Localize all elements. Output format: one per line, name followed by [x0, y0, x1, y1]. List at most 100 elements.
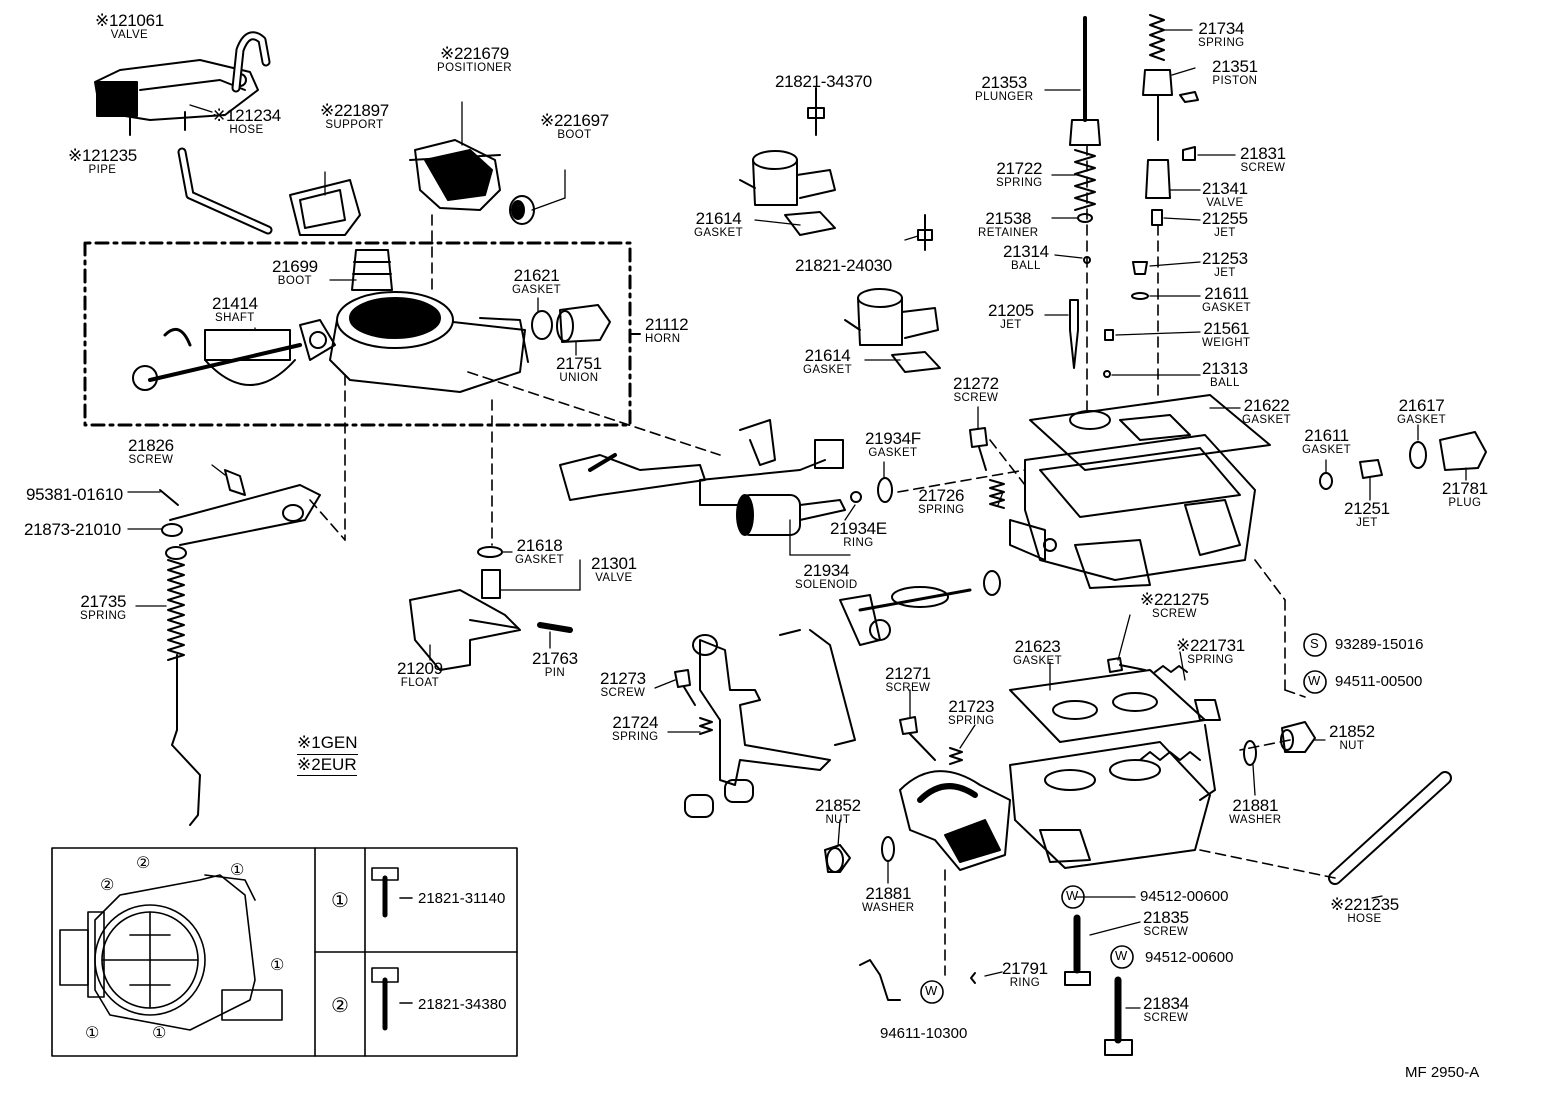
- piston-stack-drawing: [1103, 14, 1199, 378]
- part-name: SHAFT: [215, 312, 255, 324]
- part-number: 21272: [953, 374, 999, 393]
- part-name: SPRING: [1198, 37, 1245, 49]
- part-number: 21852: [1329, 722, 1375, 741]
- part-number: 21763: [532, 649, 578, 668]
- drawing-code: MF 2950-A: [1405, 1064, 1480, 1081]
- part-name: PLUNGER: [975, 91, 1034, 103]
- part-number: 21835: [1143, 908, 1189, 927]
- part-number: 21273: [600, 669, 646, 688]
- part-number-text: 21235: [91, 146, 137, 165]
- union-21751-drawing: [556, 304, 611, 343]
- part-name: VALVE: [1206, 197, 1244, 209]
- part-name: VALVE: [110, 29, 149, 41]
- part-number: 21314: [1003, 242, 1049, 261]
- part-number: 21313: [1202, 359, 1248, 378]
- part-name: PIN: [544, 667, 566, 679]
- part-name: GASKET: [1397, 414, 1447, 426]
- part-number: 21351: [1212, 57, 1258, 76]
- part-number: 21112: [645, 315, 689, 334]
- part-number: 21934E: [830, 519, 887, 538]
- inset-row-2-mark: ②: [331, 995, 349, 1017]
- plunger-21353-drawing: [1069, 16, 1101, 146]
- part-number: 21614: [804, 346, 851, 365]
- part-number: ※221275: [1140, 591, 1209, 608]
- part-number: 21253: [1202, 249, 1248, 268]
- part-number: 21561: [1203, 319, 1250, 338]
- legend-eur: ※2EUR: [297, 755, 357, 777]
- label-pin-95381-01610: 95381-01610: [26, 486, 123, 503]
- part-number: 21821-24030: [795, 256, 892, 275]
- inset-mark-1-bottom-left: ①: [85, 1025, 100, 1042]
- part-number: 21271: [885, 664, 931, 683]
- mark-w-94611: W: [925, 983, 938, 998]
- part-number: 21611: [1304, 426, 1349, 445]
- part-name: RING: [843, 537, 874, 549]
- part-number: 21301: [591, 554, 637, 573]
- part-name: SPRING: [948, 715, 995, 727]
- part-note: ※2: [540, 111, 564, 130]
- mark-w-94511: W: [1308, 673, 1321, 688]
- part-number: 21209: [397, 659, 443, 678]
- part-name: SCREW: [1143, 1012, 1189, 1024]
- part-name: HOSE: [1347, 913, 1382, 925]
- part-number-text: 21897: [343, 101, 389, 120]
- part-name: BALL: [1011, 260, 1041, 272]
- part-number: 21617: [1398, 396, 1445, 415]
- part-number: 21341: [1202, 179, 1248, 198]
- part-number: 21722: [996, 159, 1043, 178]
- part-name: HORN: [645, 333, 681, 345]
- part-name: NUT: [825, 814, 851, 826]
- part-number-text: 21234: [235, 106, 281, 125]
- code-94512-00600-a: 94512-00600: [1140, 888, 1229, 905]
- gasket-21621-drawing: [531, 310, 553, 340]
- part-number: 21255: [1202, 209, 1248, 228]
- part-number: 21699: [272, 257, 318, 276]
- inset-mark-1-right: ①: [270, 957, 285, 974]
- washer-21881-b-drawing: [881, 836, 895, 862]
- part-name: VALVE: [595, 572, 633, 584]
- code-94512-00600-b: 94512-00600: [1145, 949, 1234, 966]
- part-number: 21881: [865, 884, 912, 903]
- inset-row-2-num: 21821-34380: [418, 996, 507, 1013]
- pipe-21235-drawing: [177, 147, 273, 235]
- jet-21205-drawing: [1069, 299, 1079, 369]
- part-note: ※1: [212, 106, 236, 125]
- part-name: SPRING: [612, 731, 659, 743]
- part-name: SCREW: [128, 454, 174, 466]
- part-name: GASKET: [1202, 302, 1252, 314]
- part-name: NUT: [1339, 740, 1365, 752]
- part-name: WASHER: [862, 902, 915, 914]
- part-number: 21735: [80, 592, 127, 611]
- spring-21735-drawing: [167, 559, 201, 826]
- part-number: ※221697: [540, 112, 609, 129]
- part-number: ※121234: [212, 107, 281, 124]
- part-name: SCREW: [600, 687, 646, 699]
- part-number: 21538: [985, 209, 1032, 228]
- part-name: GASKET: [694, 227, 744, 239]
- part-number-text: 21235: [1353, 895, 1399, 914]
